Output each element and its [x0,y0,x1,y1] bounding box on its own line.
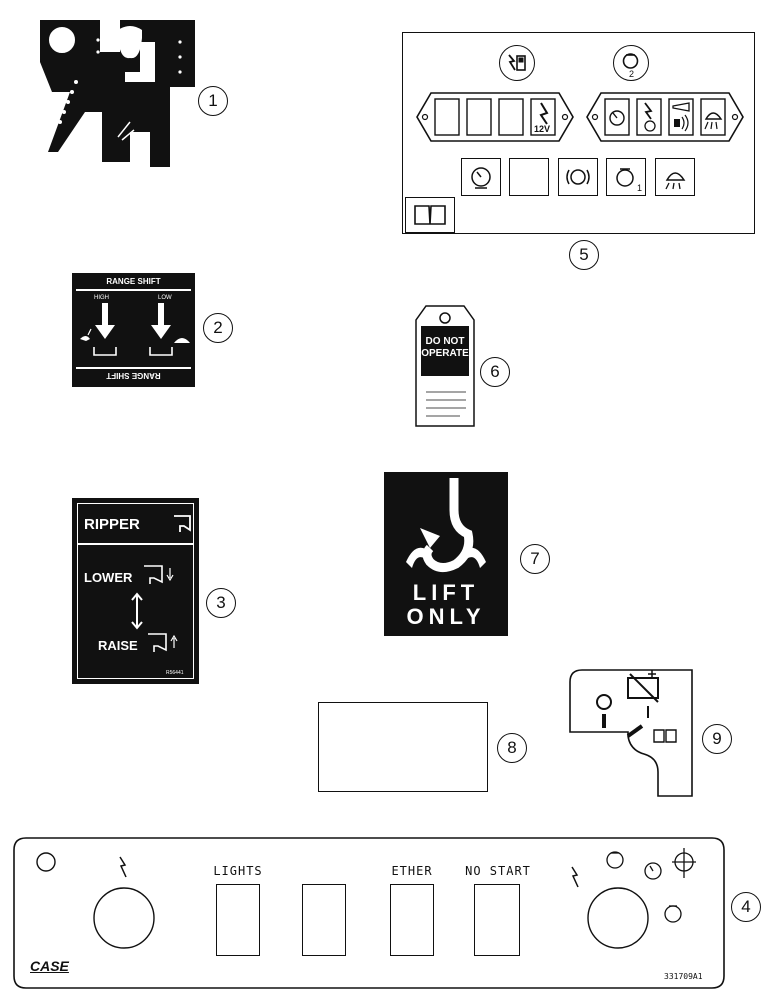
blank-indicator [509,158,549,196]
lift-label: LIFT [412,580,480,605]
engine-indicator-icon: 2 [613,45,649,81]
only-label: ONLY [406,604,486,629]
brake-icon [558,158,598,196]
decal-3-ripper: RIPPER LOWER RAISE R56441 [72,498,199,684]
range-shift-bottom-title: RANGE SHIFT [106,371,161,380]
engine-sub-1: 1 [637,183,643,193]
callout-6: 6 [480,357,510,387]
callout-5: 5 [569,240,599,270]
decal-8-blank-plate [318,702,488,792]
ether-switch [390,884,434,956]
crosshair-icon [672,848,696,878]
engine-1-icon: 1 [606,158,646,196]
work-light-icon [655,158,695,196]
do-not-label: DO NOT [425,336,465,347]
decal-6-do-not-operate-tag: DO NOT OPERATE [412,302,478,430]
callout-8: 8 [497,733,527,763]
blank-switch [302,884,346,956]
raise-label: RAISE [98,638,138,653]
decal-9-battery-disconnect [568,668,694,798]
callout-1: 1 [198,86,228,116]
battery-12v-badge: 12V [534,124,551,134]
high-label: HIGH [94,295,109,301]
ether-label: ETHER [391,864,433,878]
operate-label: OPERATE [421,348,469,359]
lightning-icon [571,866,579,888]
decal-1-shift-pattern [30,12,200,172]
lightning-icon [119,856,127,878]
rabbit-icon [80,328,92,341]
decal-2-range-shift: RANGE SHIFT HIGH LOW RANGE SHIFT [72,273,195,387]
case-brand-logo: CASE [30,958,69,974]
lower-label: LOWER [84,570,133,585]
left-indicator-cluster: 12V [415,91,575,143]
gauge-icon [461,158,501,196]
gauge-icon [644,862,662,880]
right-indicator-cluster [585,91,745,143]
ripper-part-number: R56441 [166,670,184,676]
battery-icon [627,670,659,703]
tortoise-icon [174,338,190,343]
callout-2: 2 [203,313,233,343]
decal-7-lift-only: LIFT ONLY [384,472,508,636]
decal-5-indicator-panel: 2 12V [402,32,755,234]
charging-fuel-icon [499,45,535,81]
book-icon [405,197,455,233]
callout-4: 4 [731,892,761,922]
range-shift-top-title: RANGE SHIFT [106,277,161,286]
ripper-label: RIPPER [84,516,140,533]
panel-4-instrument-panel: LIGHTS ETHER NO START CASE 331709A1 [12,836,726,990]
low-label: LOW [158,295,172,301]
engine-sub-2: 2 [629,69,635,79]
callout-3: 3 [206,588,236,618]
engine-icon [606,851,624,869]
indicator-lamp-icon [664,905,682,923]
callout-9: 9 [702,724,732,754]
panel-part-number: 331709A1 [664,972,703,981]
hook-icon [406,478,486,572]
callout-7: 7 [520,544,550,574]
lights-switch [216,884,260,956]
no-start-label: NO START [465,864,531,878]
lights-label: LIGHTS [213,864,263,878]
no-start-switch [474,884,520,956]
